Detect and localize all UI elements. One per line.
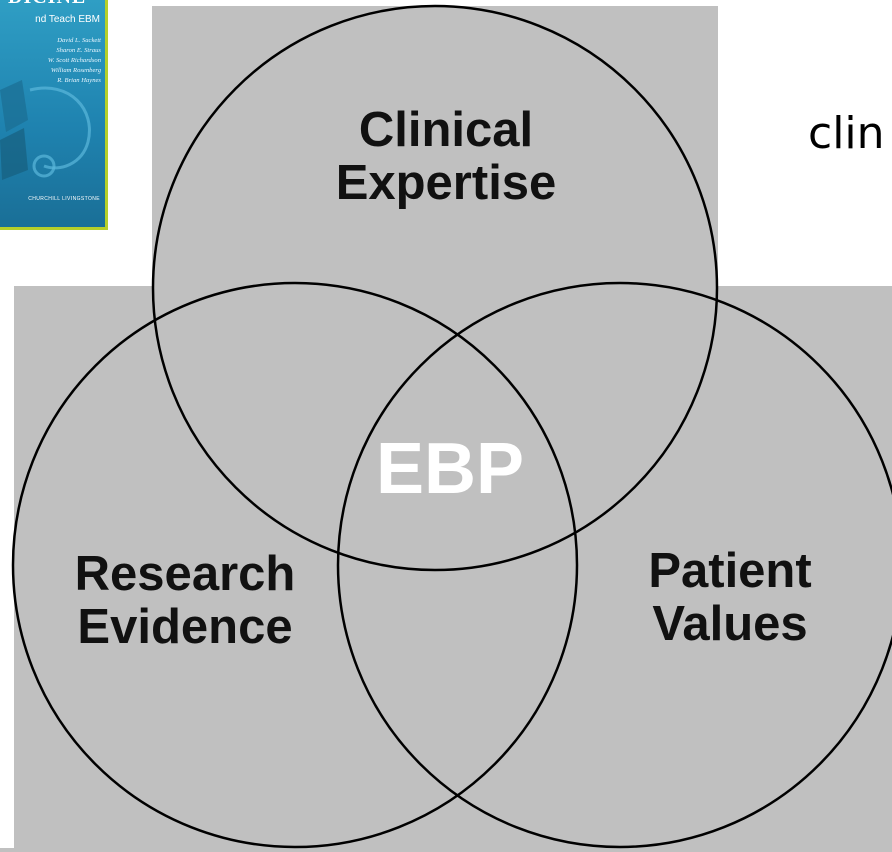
venn-backdrop-top [152, 6, 718, 306]
label-line: Patient [648, 544, 812, 598]
book-author: David L. Sackett [57, 37, 101, 44]
label-line: Expertise [335, 156, 557, 211]
stethoscope-art-icon [0, 80, 91, 180]
label-line: Research [74, 547, 296, 601]
label-clinical-expertise: Clinical Expertise [296, 103, 596, 211]
book-title: DICINE [8, 0, 105, 9]
book-subtitle: nd Teach EBM [35, 14, 100, 25]
circle-patient-values [336, 281, 892, 849]
book-cover-image: DICINE nd Teach EBM David L. Sackett Sha… [0, 0, 108, 230]
label-ebp-intersection: EBP [375, 429, 525, 509]
circle-research-evidence [11, 281, 579, 849]
circle-clinical-expertise [151, 4, 719, 572]
book-publisher: CHURCHILL LIVINGSTONE [28, 196, 100, 202]
label-line: Clinical [358, 103, 534, 157]
label-research-evidence: Research Evidence [30, 547, 340, 655]
book-author: W. Scott Richardson [47, 57, 101, 64]
truncated-side-text: clin [808, 108, 885, 159]
book-author: William Rosenberg [50, 67, 101, 74]
label-patient-values: Patient Values [580, 544, 880, 652]
venn-backdrop-edge [0, 848, 580, 852]
book-authors: David L. Sackett Sharon E. Straus W. Sco… [48, 36, 101, 86]
book-author: Sharon E. Straus [56, 47, 101, 54]
label-line: Evidence [77, 600, 293, 655]
label-line: Values [652, 597, 808, 652]
book-author: R. Brian Haynes [57, 77, 101, 84]
